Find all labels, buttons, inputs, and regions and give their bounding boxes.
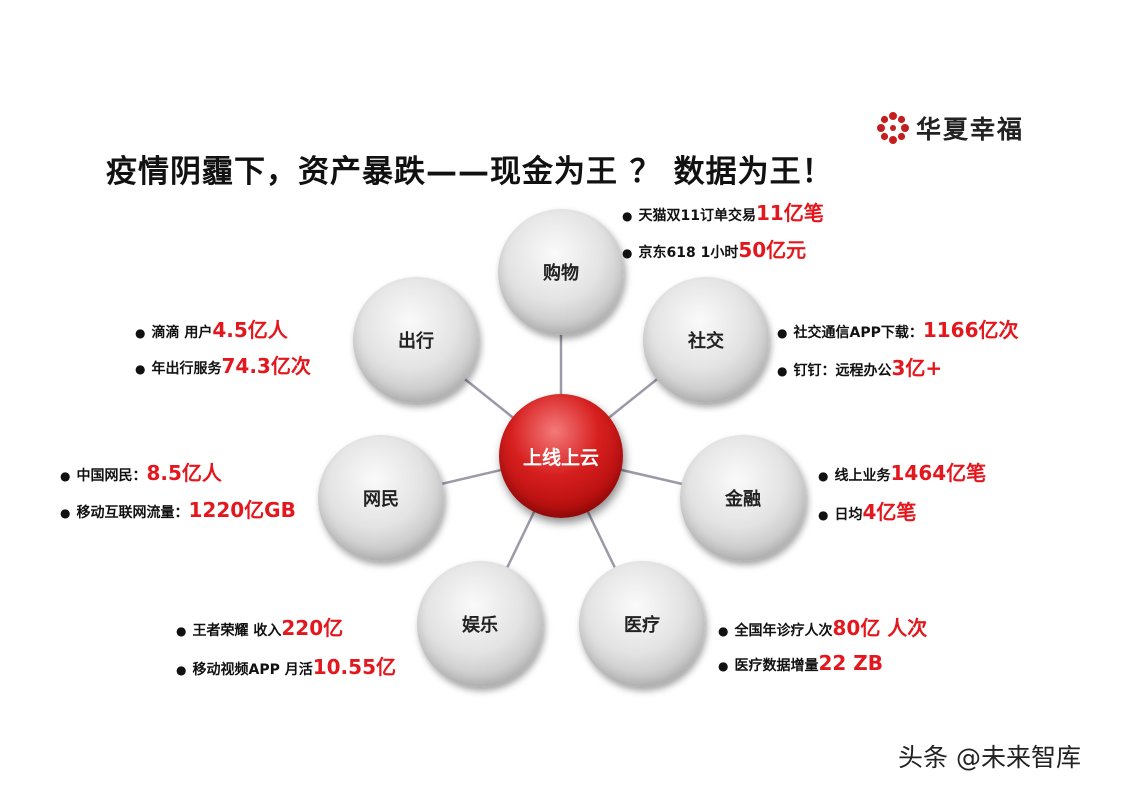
stat-label: 移动互联网流量： xyxy=(76,505,189,521)
stat-item: ● 日均 4亿笔 xyxy=(818,496,916,525)
stat-item: ● 移动互联网流量： 1220亿GB xyxy=(60,494,296,523)
bullet: ● xyxy=(176,624,187,638)
bullet: ● xyxy=(777,326,788,340)
center-label: 上线上云 xyxy=(522,446,599,469)
stat-label: 日均 xyxy=(834,507,863,523)
source-watermark: 头条 @未来智库 xyxy=(898,743,1081,772)
stat-item: ● 全国年诊疗人次 80亿 人次 xyxy=(718,612,927,641)
stat-value: 3亿+ xyxy=(891,356,943,380)
stat-label: 滴滴 用户 xyxy=(151,325,213,341)
bullet: ● xyxy=(718,659,729,673)
brand-logo: 华夏幸福 xyxy=(876,110,1024,146)
bullet: ● xyxy=(622,209,633,223)
stat-value: 4.5亿人 xyxy=(212,318,288,342)
node-label: 社交 xyxy=(688,331,724,352)
stat-item: ● 线上业务 1464亿笔 xyxy=(818,457,986,486)
stat-label: 中国网民： xyxy=(76,468,147,484)
stat-item: ● 医疗数据增量 22 ZB xyxy=(718,651,883,675)
node-entertainment: 娱乐 xyxy=(417,561,543,687)
node-social: 社交 xyxy=(643,277,769,403)
bullet: ● xyxy=(622,246,633,260)
stat-value: 4亿笔 xyxy=(862,500,917,524)
stat-value: 8.5亿人 xyxy=(146,461,222,485)
bullet: ● xyxy=(60,469,71,483)
stat-value: 1166亿次 xyxy=(922,318,1019,342)
stat-label: 天猫双11订单交易 xyxy=(638,208,756,224)
bullet: ● xyxy=(777,364,788,378)
bullet: ● xyxy=(60,506,71,520)
node-finance: 金融 xyxy=(680,435,806,561)
stat-label: 年出行服务 xyxy=(151,361,222,377)
stat-item: ● 社交通信APP下载： 1166亿次 xyxy=(777,314,1019,343)
stat-value: 74.3亿次 xyxy=(221,354,311,378)
stat-value: 1220亿GB xyxy=(188,498,296,522)
node-travel: 出行 xyxy=(353,277,479,403)
stat-value: 10.55亿 xyxy=(312,655,396,679)
stat-label: 全国年诊疗人次 xyxy=(734,623,833,639)
node-medical: 医疗 xyxy=(579,561,705,687)
stat-item: ● 中国网民： 8.5亿人 xyxy=(60,457,222,486)
bullet: ● xyxy=(718,624,729,638)
stat-item: ● 年出行服务 74.3亿次 xyxy=(135,350,311,379)
bullet: ● xyxy=(818,469,829,483)
stat-label: 钉钉：远程办公 xyxy=(793,363,892,379)
bullet: ● xyxy=(818,508,829,522)
stat-value: 22 ZB xyxy=(818,651,884,675)
stat-value: 11亿笔 xyxy=(755,201,824,225)
stat-label: 王者荣耀 收入 xyxy=(192,623,282,639)
stat-value: 80亿 人次 xyxy=(832,616,928,640)
stat-label: 线上业务 xyxy=(834,468,891,484)
flower-logo-icon xyxy=(877,112,909,144)
stat-label: 移动视频APP 月活 xyxy=(192,662,313,678)
stat-value: 50亿元 xyxy=(738,238,807,262)
node-label: 出行 xyxy=(398,331,434,352)
node-label: 购物 xyxy=(543,263,579,284)
bullet: ● xyxy=(176,663,187,677)
stat-label: 社交通信APP下载： xyxy=(793,325,923,341)
node-label: 网民 xyxy=(363,489,399,510)
stat-label: 医疗数据增量 xyxy=(734,658,819,674)
page-title: 疫情阴霾下，资产暴跌——现金为王 ？ 数据为王！ xyxy=(106,154,834,190)
stat-value: 220亿 xyxy=(281,616,344,640)
node-label: 医疗 xyxy=(624,615,660,636)
node-netizen: 网民 xyxy=(318,435,444,561)
center-node: 上线上云 xyxy=(499,394,623,518)
bullet: ● xyxy=(135,362,146,376)
node-label: 金融 xyxy=(725,489,761,510)
brand-name: 华夏幸福 xyxy=(916,115,1025,144)
node-shopping: 购物 xyxy=(498,209,624,335)
stat-label: 京东618 1小时 xyxy=(638,245,739,261)
stat-value: 1464亿笔 xyxy=(890,461,987,485)
stat-item: ● 天猫双11订单交易 11亿笔 xyxy=(622,197,824,226)
node-label: 娱乐 xyxy=(462,615,498,636)
bullet: ● xyxy=(135,326,146,340)
